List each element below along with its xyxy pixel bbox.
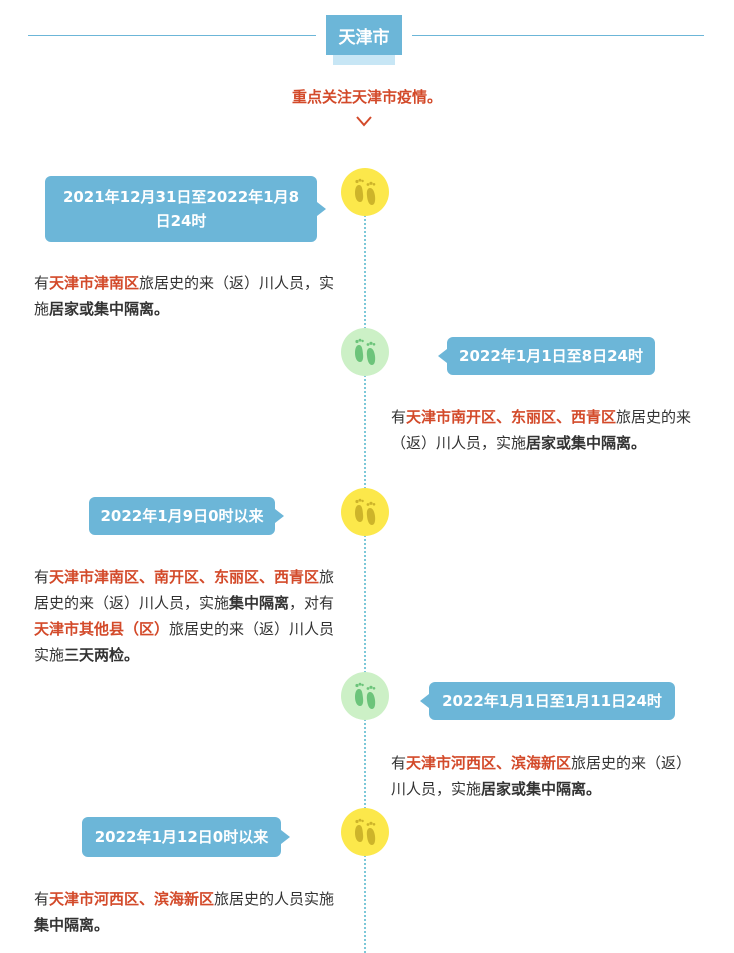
timeline-text-4: 有天津市河西区、滨海新区旅居史的来（返）川人员，实施居家或集中隔离。 (391, 754, 692, 798)
date-label: 2021年12月31日至2022年1月8日24时 (62, 188, 300, 230)
timeline-text-3: 有天津市津南区、南开区、东丽区、西青区旅居史的来（返）川人员，实施集中隔离，对有… (34, 568, 335, 664)
date-label: 2022年1月1日至8日24时 (459, 347, 643, 365)
date-badge-5: 2022年1月12日0时以来 (82, 817, 290, 857)
date-badge-2: 2022年1月1日至8日24时 (438, 337, 655, 375)
date-label: 2022年1月9日0时以来 (100, 507, 264, 525)
timeline-node-3 (341, 488, 389, 536)
timeline-node-5 (341, 808, 389, 856)
timeline-node-2 (341, 328, 389, 376)
footprint-icon (355, 178, 376, 205)
date-label: 2022年1月1日至1月11日24时 (442, 692, 662, 710)
chevron-down-icon (356, 116, 372, 127)
timeline-text-2: 有天津市南开区、东丽区、西青区旅居史的来（返）川人员，实施居家或集中隔离。 (391, 408, 692, 452)
footprint-icon (355, 338, 376, 365)
timeline-text-1: 有天津市津南区旅居史的来（返）川人员，实施居家或集中隔离。 (34, 274, 335, 318)
date-badge-3: 2022年1月9日0时以来 (89, 497, 284, 535)
date-badge-4: 2022年1月1日至1月11日24时 (420, 682, 675, 720)
timeline-node-1 (341, 168, 389, 216)
date-badge-1: 2021年12月31日至2022年1月8日24时 (45, 176, 326, 242)
header-rule-right (412, 35, 704, 36)
timeline-node-4 (341, 672, 389, 720)
header-rule-left (28, 35, 316, 36)
timeline-text-5: 有天津市河西区、滨海新区旅居史的人员实施集中隔离。 (34, 890, 335, 934)
date-label: 2022年1月12日0时以来 (94, 828, 269, 846)
page-subtitle: 重点关注天津市疫情。 (291, 88, 442, 106)
footprint-icon (355, 682, 376, 709)
page-title: 天津市 (326, 15, 402, 55)
footprint-icon (355, 498, 376, 525)
footprint-icon (355, 818, 376, 845)
timeline-axis (364, 192, 366, 953)
title-tab-accent (333, 55, 395, 65)
